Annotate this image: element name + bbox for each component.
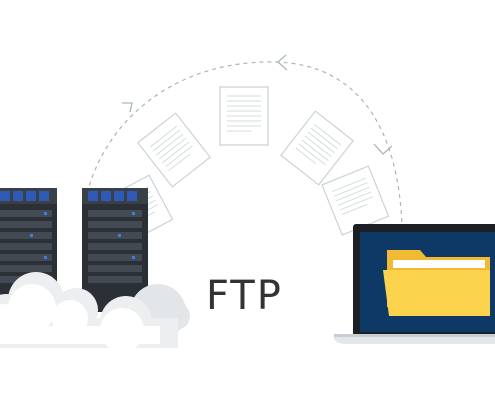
folder-icon: [383, 250, 490, 316]
cloud-icon: [0, 272, 190, 352]
document-icon: [321, 165, 390, 236]
arrow-icon: [373, 143, 393, 155]
server-rack-icon: [82, 188, 148, 312]
arrow-icon: [122, 102, 133, 113]
arrow-icon: [277, 54, 288, 71]
document-icon: [219, 86, 269, 146]
ftp-label: FTP: [206, 273, 283, 319]
document-icon: [137, 112, 211, 188]
document-icon: [280, 110, 354, 186]
